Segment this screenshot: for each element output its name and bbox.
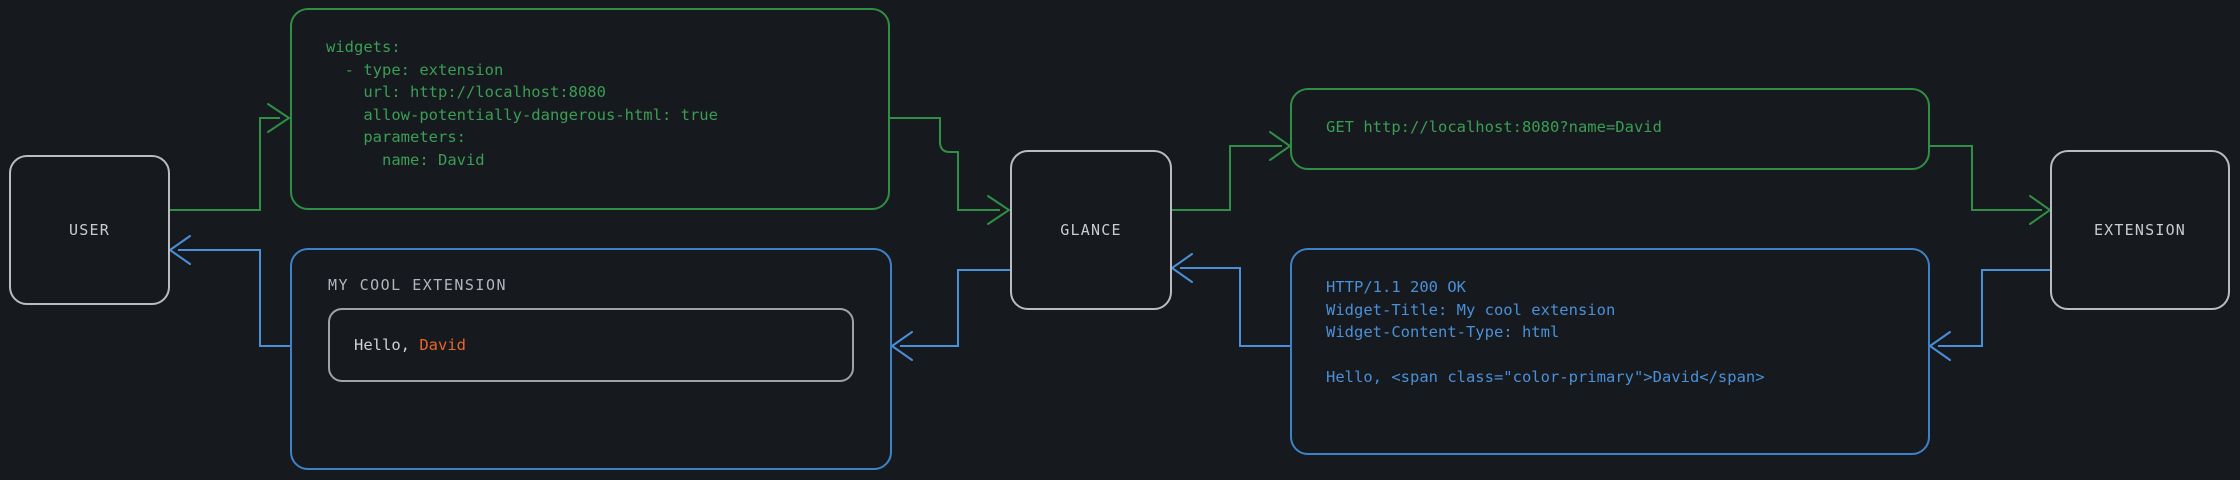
connector-response-to-glance (1180, 267, 1290, 347)
widget-content-frame: Hello, David (328, 308, 854, 382)
connector-glance-to-request (1172, 145, 1282, 211)
http-response-line: Widget-Content-Type: html (1326, 323, 1560, 341)
http-response-line: HTTP/1.1 200 OK (1326, 278, 1466, 296)
arrowhead-config-to-glance (987, 195, 1011, 225)
yaml-config-line: - type: extension (326, 60, 504, 79)
connector-user-to-config (170, 117, 280, 211)
arrowhead-glance-to-widget (890, 331, 913, 361)
node-glance[interactable]: GLANCE (1010, 150, 1172, 310)
arrowhead-glance-to-request (1269, 131, 1292, 161)
node-glance-label: GLANCE (1060, 221, 1122, 239)
connector-request-to-extension (1930, 145, 2042, 211)
arrowhead-response-to-glance (1170, 253, 1193, 283)
widget-greeting: Hello, David (354, 336, 466, 354)
arrowhead-extension-to-response (1928, 331, 1951, 361)
yaml-config-box: widgets: - type: extension url: http://l… (290, 8, 890, 210)
widget-greeting-name: David (419, 336, 466, 354)
node-user[interactable]: USER (9, 155, 170, 305)
http-response-line: Hello, <span class="color-primary">David… (1326, 368, 1765, 386)
arrowhead-widget-to-user (168, 235, 191, 265)
connector-config-to-glance (890, 117, 1000, 211)
connector-glance-to-widget (900, 269, 1010, 347)
node-user-label: USER (69, 221, 110, 239)
http-response-line: Widget-Title: My cool extension (1326, 300, 1616, 319)
arrowhead-request-to-extension (2029, 195, 2052, 225)
connector-widget-to-user (178, 249, 290, 347)
yaml-config-line: allow-potentially-dangerous-html: true (326, 105, 718, 124)
yaml-config-line: url: http://localhost:8080 (326, 83, 606, 101)
arrowhead-user-to-config (267, 103, 291, 133)
connector-extension-to-response (1938, 269, 2050, 347)
yaml-config-line: parameters: (326, 128, 466, 146)
http-response-box: HTTP/1.1 200 OK Widget-Title: My cool ex… (1290, 248, 1930, 455)
http-request-box: GET http://localhost:8080?name=David (1290, 88, 1930, 170)
widget-greeting-prefix: Hello, (354, 336, 420, 354)
http-response-line-blank (1326, 344, 1894, 367)
rendered-widget-box: MY COOL EXTENSION Hello, David (290, 248, 892, 470)
http-request-line: GET http://localhost:8080?name=David (1326, 118, 1662, 136)
yaml-config-line: name: David (326, 150, 485, 169)
node-extension-label: EXTENSION (2093, 221, 2187, 239)
node-extension[interactable]: EXTENSION (2050, 150, 2230, 310)
yaml-config-line: widgets: (326, 38, 401, 56)
widget-title: MY COOL EXTENSION (328, 276, 508, 294)
